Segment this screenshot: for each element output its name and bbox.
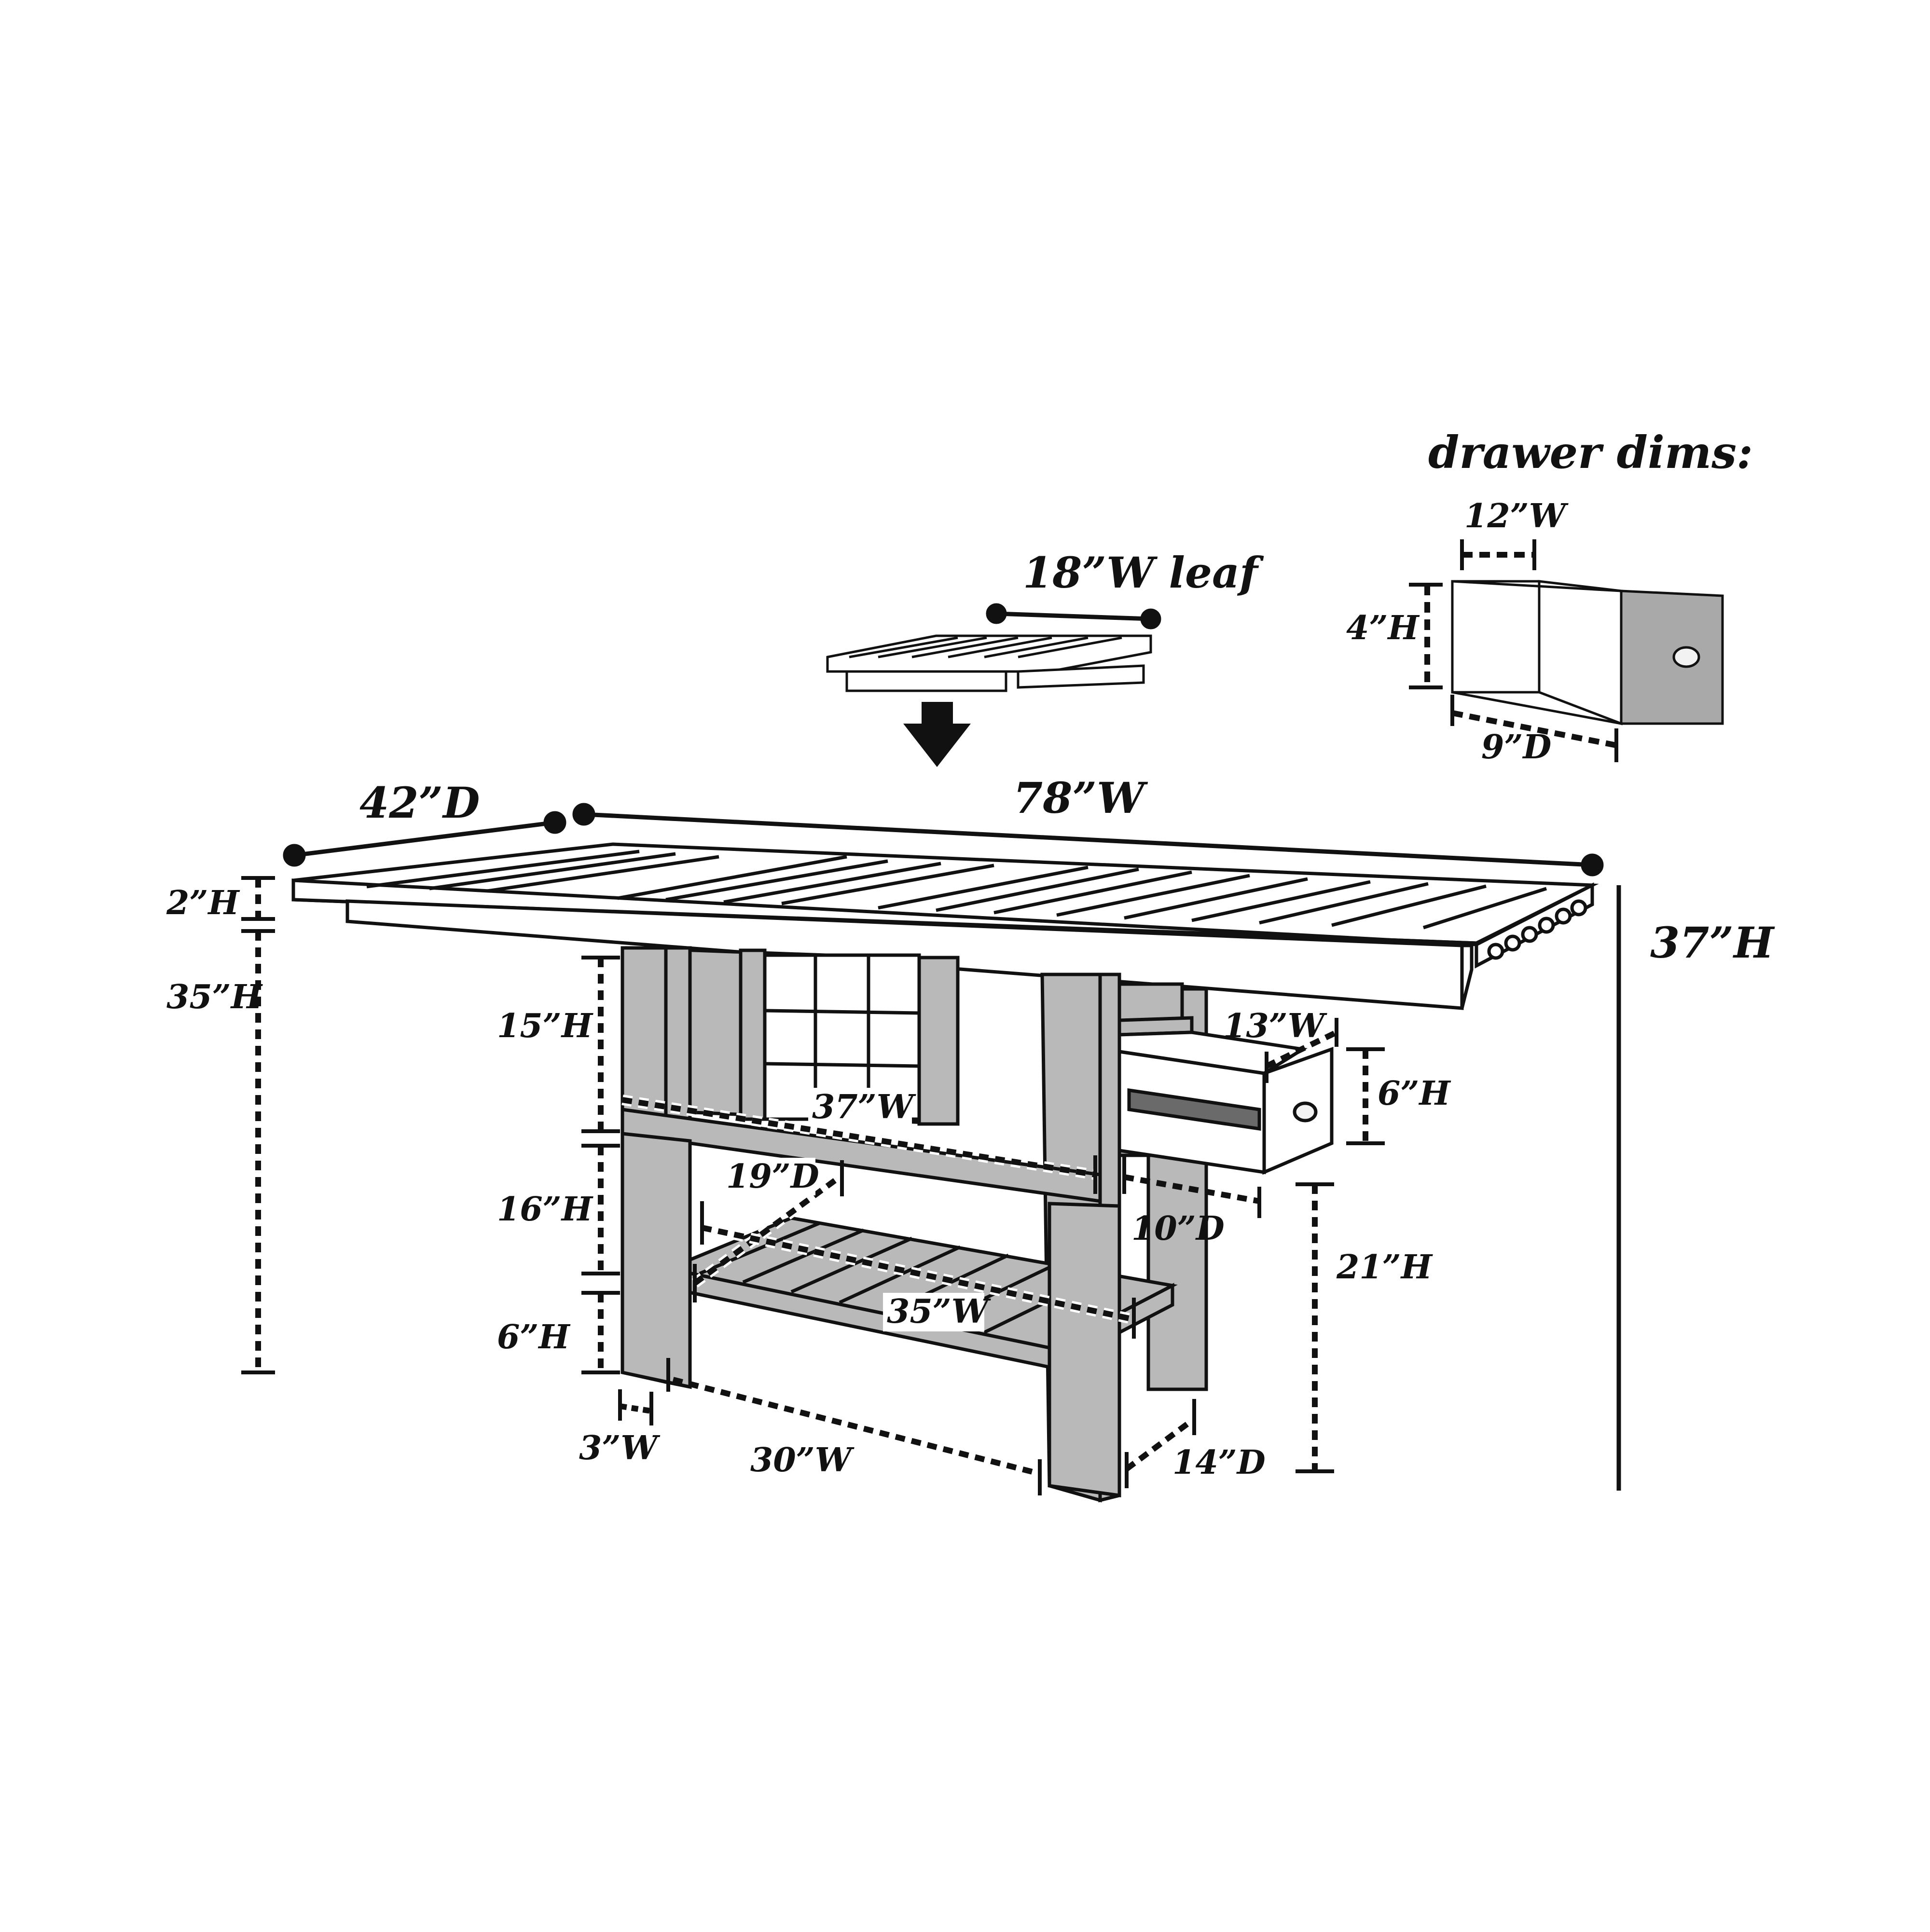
side-drawer-illustration (1117, 1016, 1334, 1175)
base-upper-height-label: 15”H (497, 1007, 594, 1045)
drawer-dims-group: drawer dims: 12”W 4”H 9 (1346, 426, 1753, 767)
drawer-depth-label: 9”D (1481, 728, 1551, 767)
side-drawer-knob-icon (1293, 1101, 1318, 1123)
shelf-height-label: 21”H (1336, 1248, 1434, 1287)
leaf-width-dim (986, 603, 1161, 630)
base-labels: 37”H 2”H 35”H 15”H 16”H 6”H 37”W 19”D 35… (166, 884, 1775, 1482)
table-depth-label: 42”D (359, 778, 480, 828)
rail-width-label: 37”W (812, 1088, 916, 1126)
drawer-height-label: 4”H (1346, 609, 1420, 647)
shelf-depth-label: 19”D (726, 1157, 819, 1196)
drawer-front-panel (1620, 589, 1724, 725)
drawer-width-label: 12”W (1464, 497, 1569, 535)
leg-span-label: 30”W (750, 1441, 855, 1480)
table-total-height-label: 37”H (1650, 918, 1775, 968)
side-drawer-depth-label: 10”D (1131, 1209, 1225, 1248)
leaf-width-label: 18”W leaf (1023, 548, 1264, 598)
drawer-illustration (1451, 580, 1724, 726)
table-depth-dim (283, 811, 566, 867)
base-lower-height-label: 6”H (497, 1318, 571, 1357)
drawer-depth-dim (1450, 695, 1618, 762)
leaf-group: 18”W leaf (826, 548, 1264, 767)
leg-width-label: 3”W (579, 1429, 660, 1467)
side-drawer-height-label: 6”H (1378, 1074, 1451, 1113)
base-depth-label: 14”D (1172, 1443, 1266, 1482)
drawer-width-dim (1460, 539, 1536, 570)
base-dimension-lines (241, 876, 1621, 1495)
table-leg-height-label: 35”H (166, 978, 263, 1016)
drawer-dims-title: drawer dims: (1428, 426, 1753, 479)
side-drawer-width-label: 13”W (1223, 1007, 1327, 1045)
drawer-knob-icon (1672, 646, 1700, 668)
table-base-illustration (620, 946, 1334, 1503)
shelf-width-label: 35”W (887, 1292, 991, 1331)
table-width-dim (572, 803, 1604, 877)
base-middle-height-label: 16”H (497, 1190, 594, 1229)
table-width-label: 78”W (1013, 773, 1148, 823)
leaf-illustration (826, 634, 1152, 692)
drawer-height-dim (1409, 583, 1443, 689)
insert-arrow-icon (903, 702, 971, 767)
table-top-thickness-label: 2”H (166, 884, 240, 922)
